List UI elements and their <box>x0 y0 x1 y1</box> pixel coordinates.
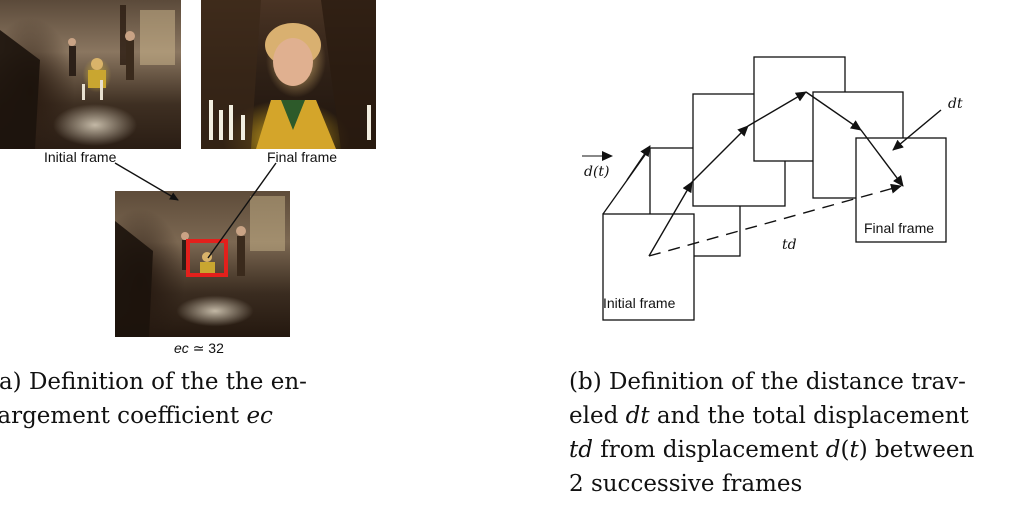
final-frame-label: Final frame <box>267 149 338 165</box>
caption-a: (a) Definition of the the en- largement … <box>0 365 390 433</box>
composite-frame-scene <box>115 196 285 337</box>
dtvec-label: d(t) <box>584 164 610 180</box>
ec-value: ≃ 32 <box>192 340 224 356</box>
dt-pointer-arrow <box>892 109 942 151</box>
caption-b-line2: eled dt and the total displacement <box>569 399 1009 433</box>
enlargement-highlight-box <box>186 239 228 277</box>
displacement-diagram: d(t) dt td Final frame Initial frame <box>582 56 963 321</box>
panel-a-connectors <box>114 162 277 259</box>
caption-b-line4: 2 successive frames <box>569 471 803 497</box>
motion-arrow-5 <box>860 129 904 187</box>
caption-b-var-td: td <box>569 437 593 463</box>
dtvec-arrow-segment <box>626 145 651 181</box>
caption-a-line2: largement coefficient ec <box>0 399 390 433</box>
caption-b-var-dt: dt <box>625 403 650 429</box>
motion-arrow-1 <box>648 181 693 257</box>
caption-b-l2a: eled <box>569 403 626 429</box>
motion-arrow-4 <box>805 91 862 131</box>
caption-b-paren-open: ( <box>840 437 850 463</box>
caption-b-line3: td from displacement d(t) between <box>569 433 1009 467</box>
dtvec-diagonal-line <box>602 147 651 215</box>
caption-b-l2c: and the total displacement <box>649 403 969 429</box>
caption-a-var: ec <box>246 403 273 429</box>
caption-a-text: largement coefficient <box>0 403 247 429</box>
motion-arrow-3 <box>747 91 807 127</box>
caption-a-line1: (a) Definition of the the en- <box>0 369 307 395</box>
final-to-composite-line <box>207 162 277 259</box>
initial-frame-label: Initial frame <box>44 149 117 165</box>
composite-frame-image <box>115 191 290 337</box>
motion-arrow-2 <box>691 125 749 183</box>
ec-symbol: ec <box>174 340 189 356</box>
caption-b-l3f: ) between <box>858 437 975 463</box>
caption-b-var-d: d <box>825 437 841 463</box>
caption-b-var-t: t <box>849 437 859 463</box>
caption-b-l3b: from displacement <box>592 437 826 463</box>
final-frame-image <box>201 0 376 149</box>
caption-b-line1: (b) Definition of the distance trav- <box>569 369 966 395</box>
caption-b: (b) Definition of the distance trav- ele… <box>569 365 1009 501</box>
initial-frame-scene <box>0 5 175 149</box>
final-frame-label-b: Final frame <box>864 220 934 236</box>
initial-frame-image <box>0 0 181 149</box>
initial-to-composite-arrow <box>114 162 179 201</box>
initial-frame-box <box>602 213 695 321</box>
td-label: td <box>782 237 797 253</box>
initial-frame-label-b: Initial frame <box>603 295 676 311</box>
final-frame-scene <box>201 0 376 149</box>
total-displacement-dashed <box>648 183 902 257</box>
dt-label: dt <box>948 96 963 112</box>
enlargement-coefficient-label: ec ≃ 32 <box>174 340 224 357</box>
